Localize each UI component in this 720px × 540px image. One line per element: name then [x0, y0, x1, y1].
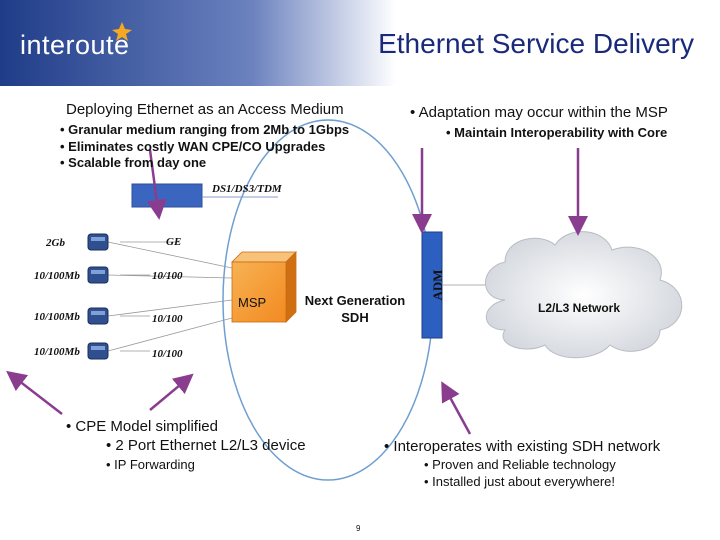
left-heading: Deploying Ethernet as an Access Medium: [66, 101, 344, 118]
l2l3-cloud: [485, 231, 683, 359]
bottom-right-item-1: • Proven and Reliable technology: [424, 457, 616, 472]
ngsdh-label-line2: SDH: [341, 310, 369, 325]
page-title: Ethernet Service Delivery: [378, 28, 694, 59]
node-icon-1: [87, 233, 109, 251]
cloud-label: L2/L3 Network: [538, 301, 621, 315]
node-1-right-label: GE: [166, 236, 182, 248]
bottom-right-item-2: • Installed just about everywhere!: [424, 474, 615, 489]
left-item-3: • Scalable from day one: [60, 155, 207, 170]
logo-star-icon: [112, 22, 132, 41]
arrow-top-left: [146, 149, 167, 220]
bottom-left-item-2: • IP Forwarding: [106, 457, 195, 472]
node-4-right-label: 10/100: [152, 348, 183, 360]
adm-label: ADM: [430, 269, 445, 301]
ngsdh-label-line1: Next Generation: [304, 293, 406, 308]
right-item-1: • Maintain Interoperability with Core: [446, 125, 668, 140]
arrow-bottom-mid: [149, 373, 194, 411]
node-icon-2: [87, 266, 109, 284]
bottom-left-heading: • CPE Model simplified: [66, 418, 218, 435]
arrow-bottom-left: [6, 370, 63, 415]
logo: interoute: [20, 30, 130, 60]
node-1-left-label: 2Gb: [46, 237, 65, 249]
tdm-label: DS1/DS3/TDM: [212, 183, 282, 195]
node-2-left-label: 10/100Mb: [34, 270, 80, 282]
node-2-right-label: 10/100: [152, 270, 183, 282]
node-4-left-label: 10/100Mb: [34, 346, 80, 358]
msp-label: MSP: [238, 295, 267, 310]
left-item-2: • Eliminates costly WAN CPE/CO Upgrades: [60, 139, 326, 154]
left-item-1: • Granular medium ranging from 2Mb to 1G…: [60, 122, 350, 137]
arrow-bottom-right: [441, 381, 472, 435]
bottom-right-heading: • Interoperates with existing SDH networ…: [384, 438, 661, 455]
msp-box: [231, 251, 297, 323]
right-heading: • Adaptation may occur within the MSP: [410, 104, 668, 121]
tdm-box: [131, 183, 203, 208]
header-background: [0, 0, 720, 86]
node-3-right-label: 10/100: [152, 313, 183, 325]
node-icon-3: [87, 307, 109, 325]
page-number: 9: [356, 524, 361, 533]
node-icon-4: [87, 342, 109, 360]
header-banner: interoute Ethernet Service Delivery: [0, 0, 720, 86]
node-3-left-label: 10/100Mb: [34, 311, 80, 323]
bottom-left-item-1: • 2 Port Ethernet L2/L3 device: [106, 437, 306, 454]
